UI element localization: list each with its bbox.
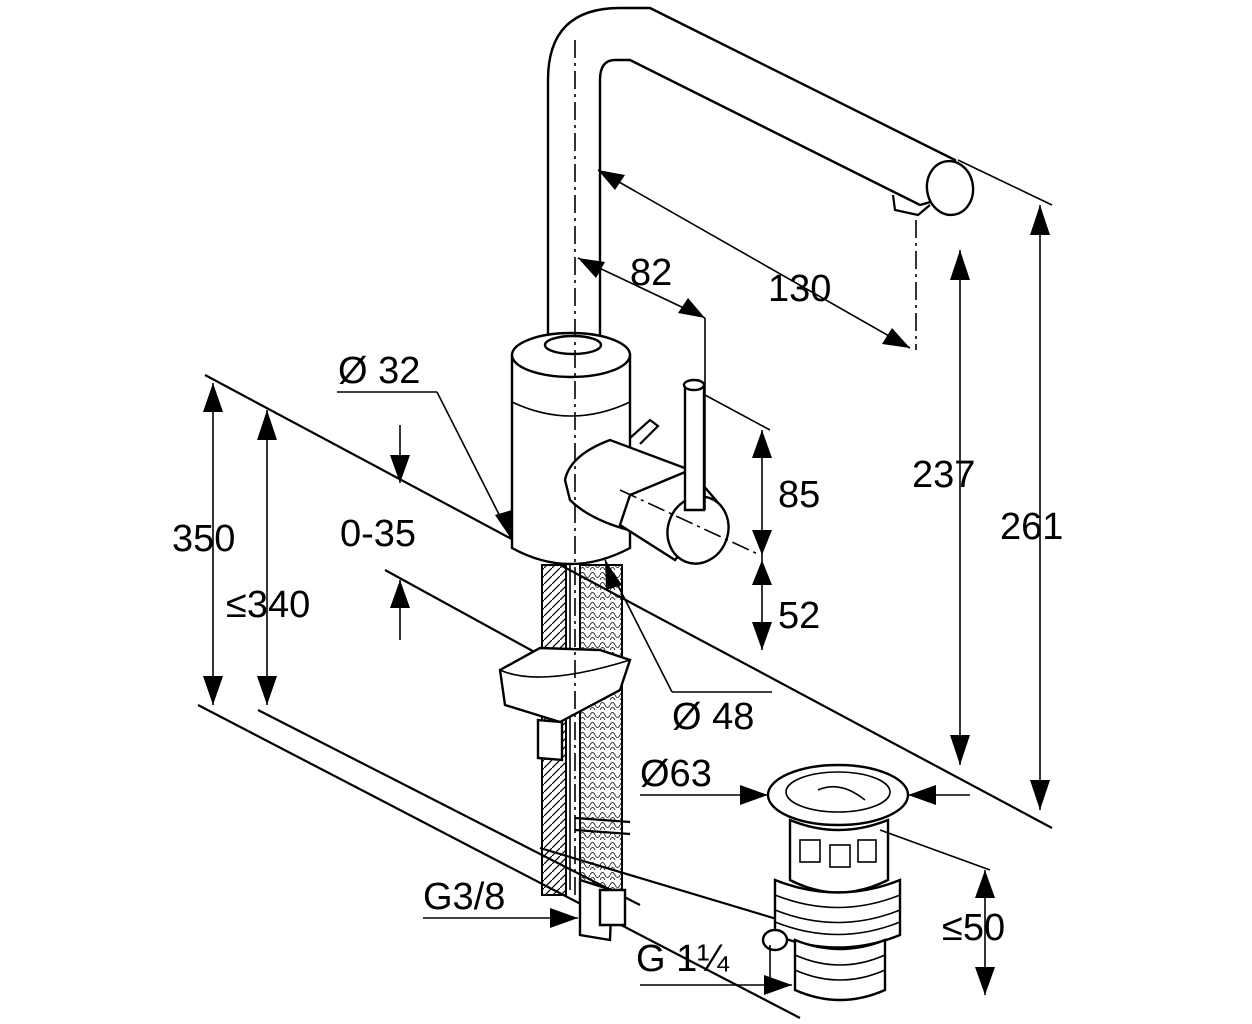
dimension-lines xyxy=(203,159,1053,995)
dim-g3-8: G3/8 xyxy=(423,876,506,918)
dim-max-340: ≤340 xyxy=(226,584,311,626)
center-lines xyxy=(574,40,917,895)
dim-52: 52 xyxy=(778,595,821,637)
dim-diameter-32: Ø 32 xyxy=(338,350,421,392)
dim-g1-1-4: G 1¼ xyxy=(636,938,729,980)
popup-waste xyxy=(761,763,910,1002)
spout xyxy=(546,6,975,342)
dim-261: 261 xyxy=(1000,506,1064,548)
supply-fittings xyxy=(539,846,781,942)
dim-82: 82 xyxy=(630,252,673,294)
dim-237: 237 xyxy=(912,454,976,496)
dim-diameter-63: Ø63 xyxy=(640,753,712,795)
dim-0-35: 0-35 xyxy=(340,513,417,555)
deck-lines xyxy=(197,374,1053,1019)
dim-diameter-48: Ø 48 xyxy=(672,696,755,738)
mounting-bracket xyxy=(498,646,632,762)
dim-350: 350 xyxy=(172,518,236,560)
dim-max-50: ≤50 xyxy=(942,907,1006,949)
dim-85: 85 xyxy=(778,474,821,516)
lever-handle xyxy=(563,378,730,565)
dim-130: 130 xyxy=(768,268,832,310)
